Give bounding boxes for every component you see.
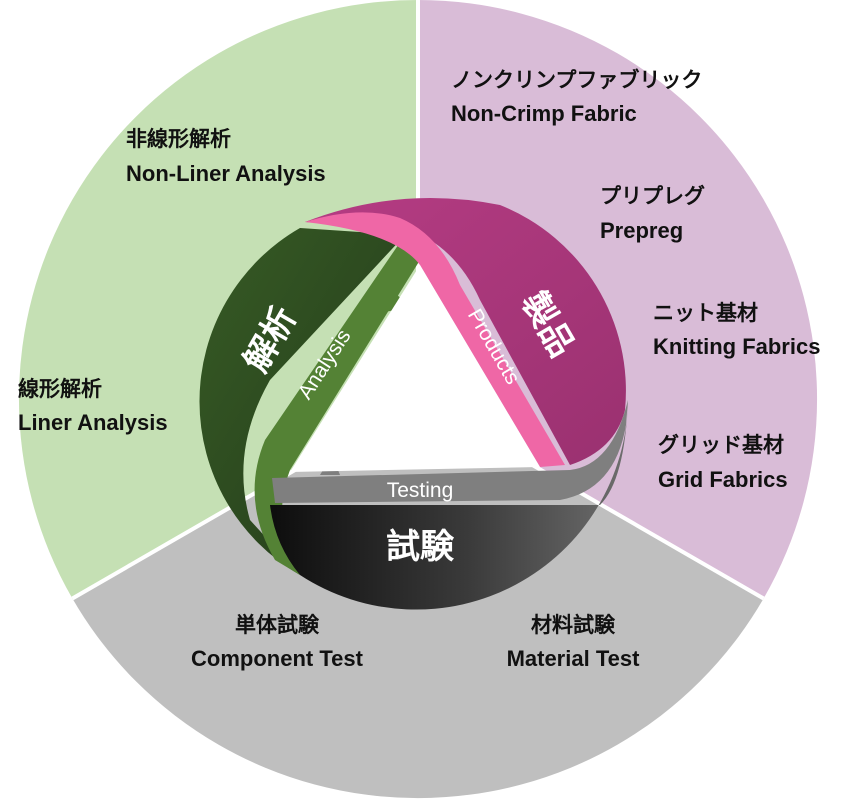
products-band: [305, 212, 565, 467]
analysis-band: [254, 235, 420, 575]
testing-jp-label: 試験: [386, 527, 455, 567]
products-item-en: Prepreg: [600, 218, 683, 243]
analysis-item-en: Non-Liner Analysis: [126, 161, 326, 186]
products-item-jp: プリプレグ: [600, 184, 705, 208]
testing-item-jp: 材料試験: [531, 613, 616, 637]
products-item-jp: ノンクリンプファブリック: [451, 68, 702, 92]
products-item-en: Grid Fabrics: [658, 467, 788, 492]
testing-item-en: Component Test: [191, 646, 364, 671]
products-item-jp: グリッド基材: [658, 433, 784, 457]
products-item-jp: ニット基材: [653, 301, 758, 325]
products-item-en: Non-Crimp Fabric: [451, 101, 637, 126]
analysis-item-jp: 非線形解析: [126, 127, 231, 151]
testing-item-jp: 単体試験: [235, 613, 320, 637]
analysis-item-en: Liner Analysis: [18, 410, 168, 435]
analysis-item-jp: 線形解析: [18, 377, 102, 401]
center-triangle: [290, 265, 540, 472]
analysis-arc-segment: [199, 228, 405, 575]
testing-arc-segment: [270, 400, 628, 610]
products-arc-segment: [305, 197, 626, 465]
products-item-en: Knitting Fabrics: [653, 334, 820, 359]
testing-item-en: Material Test: [507, 646, 641, 671]
testing-en-label: Testing: [387, 479, 454, 502]
testing-band: [272, 400, 628, 503]
